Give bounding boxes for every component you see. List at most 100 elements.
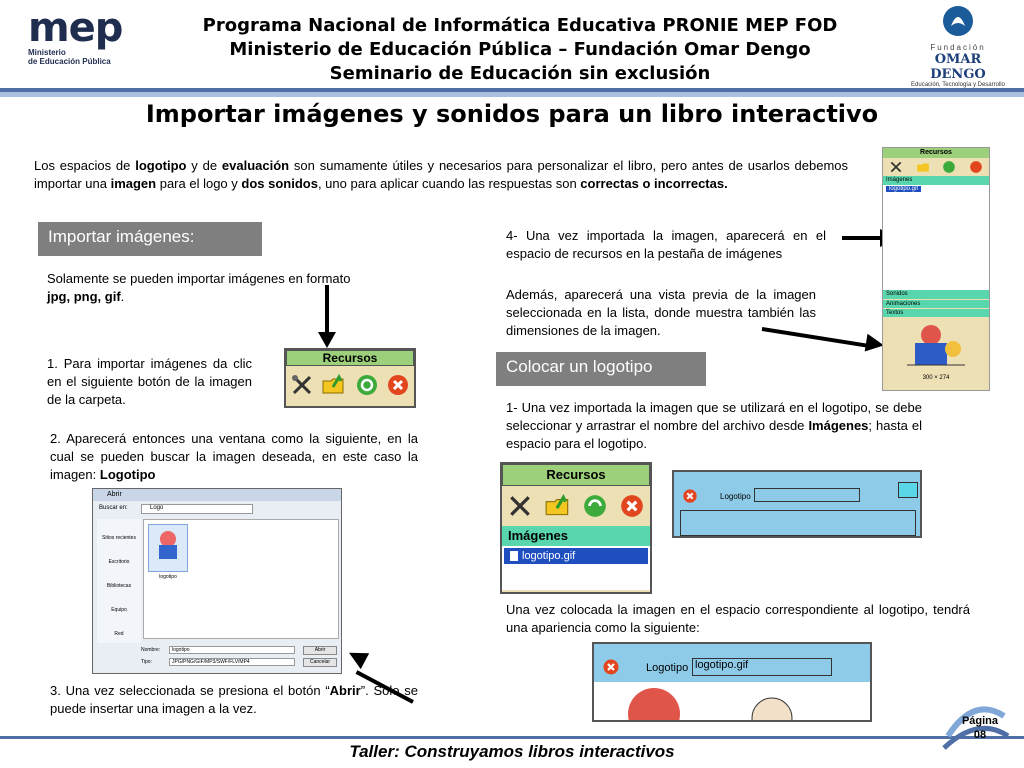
logo-preview-icon (907, 325, 965, 366)
step1-text: 1. Para importar imágenes da clic en el … (47, 356, 252, 407)
after-placement-text: Una vez colocada la imagen en el espacio… (506, 602, 970, 635)
logo-box-empty-field[interactable] (754, 488, 860, 502)
resources-toolbar: Recursos (284, 348, 416, 408)
logo-box-filled-close-icon[interactable] (602, 658, 620, 676)
arrow-down-head-icon (318, 332, 336, 348)
look-in-label: Buscar en: (99, 505, 128, 511)
dialog-title: Abrir (93, 489, 341, 501)
side-delete-icon[interactable] (969, 160, 983, 174)
type-label: Tipo: (141, 659, 152, 665)
open-button[interactable]: Abrir (303, 646, 337, 655)
place-network[interactable]: Red (114, 631, 124, 637)
side-resources-panel: Recursos Imágenes logotipo.gif Sonidos A… (882, 147, 990, 391)
drag-tools-icon[interactable] (507, 493, 533, 519)
logo-box-empty-color[interactable] (898, 482, 918, 498)
mep-logo-sub1: Ministerio (28, 48, 66, 57)
logo-box-empty: Logotipo (672, 470, 922, 538)
file-list: logotipo (143, 519, 339, 639)
fod-logo-line1: Fundación (930, 43, 986, 52)
file-thumb-label: logotipo (159, 574, 177, 580)
step3-text: 3. Una vez seleccionada se presiona el b… (50, 683, 418, 716)
mep-logo-word: mep (28, 5, 123, 51)
header-line-2: Ministerio de Educación Pública – Fundac… (229, 39, 811, 60)
formats-text: Solamente se pueden importar imágenes en… (47, 271, 351, 304)
side-tab-texts[interactable]: Textos (883, 308, 989, 317)
header-band-dark (0, 88, 1024, 92)
resources-title: Recursos (286, 350, 414, 366)
type-select[interactable]: JPG/PNG/GIF/MP3/SWF/FLV/MP4 (169, 658, 295, 666)
preview-text: Además, aparecerá una vista previa de la… (506, 287, 816, 338)
header-line-3: Seminario de Educación sin exclusión (329, 63, 711, 84)
refresh-icon[interactable] (355, 373, 379, 397)
side-folder-icon[interactable] (916, 160, 930, 174)
side-refresh-icon[interactable] (942, 160, 956, 174)
fod-logo-line3: Educación, Tecnología y Desarrollo (911, 82, 1005, 88)
fod-logo: Fundación OMAR DENGO Educación, Tecnolog… (908, 4, 1008, 88)
footer-swirl-icon (942, 706, 1010, 750)
step4-text: 4- Una vez importada la imagen, aparecer… (506, 228, 826, 261)
drag-file-item[interactable]: logotipo.gif (504, 548, 648, 564)
logo-box-filled: Logotipo logotipo.gif (592, 642, 872, 722)
logo-thumbnail-icon (159, 531, 177, 559)
places-bar: Sitios recientes Escritorio Bibliotecas … (97, 519, 141, 643)
name-input[interactable]: logotipo (169, 646, 295, 654)
side-tab-sounds[interactable]: Sonidos (883, 290, 989, 299)
drag-file-list: logotipo.gif (502, 546, 650, 590)
page-number: 08 (973, 729, 987, 741)
resources-tools (286, 366, 414, 404)
file-thumb[interactable] (148, 524, 188, 572)
open-folder-icon[interactable] (321, 373, 347, 397)
side-tab-images[interactable]: Imágenes (883, 176, 989, 185)
drag-resources-widget: Recursos Imágenes logotipo.gif (500, 462, 652, 594)
header-line-1: Programa Nacional de Informática Educati… (202, 15, 838, 36)
cancel-button[interactable]: Cancelar (303, 658, 337, 667)
place-desktop[interactable]: Escritorio (108, 559, 130, 565)
arrow-down-shaft (325, 285, 329, 335)
arrow-to-open-head-icon (344, 644, 370, 670)
fod-emblem-icon (943, 6, 973, 36)
drag-folder-icon[interactable] (544, 493, 572, 519)
footer-title: Taller: Construyamos libros interactivos (349, 742, 675, 761)
side-tools-icon[interactable] (889, 160, 903, 174)
logo-box-filled-label: Logotipo (646, 662, 689, 674)
open-dialog: Abrir Buscar en: Logo Sitios recientes E… (92, 488, 342, 674)
side-panel-title: Recursos (883, 148, 989, 158)
step2-text: 2. Aparecerá entonces una ventana como l… (50, 431, 418, 482)
logo-box-empty-area (680, 510, 916, 536)
section-place-logo: Colocar un logotipo (496, 352, 706, 386)
delete-icon[interactable] (386, 373, 410, 397)
side-file-list: logotipo.gif (883, 185, 989, 194)
drag-delete-icon[interactable] (619, 493, 645, 519)
side-dimensions: 300 × 274 (922, 375, 950, 381)
side-file-item[interactable]: logotipo.gif (886, 186, 922, 192)
logo-step1-text: 1- Una vez importada la imagen que se ut… (506, 400, 922, 451)
page-title: Importar imágenes y sonidos para un libr… (145, 100, 879, 128)
header-band-light (0, 92, 1024, 97)
logo-box-filled-preview-icon (594, 682, 870, 720)
mep-logo-sub2: de Educación Pública (28, 57, 111, 66)
drag-tab-images[interactable]: Imágenes (502, 526, 650, 546)
fod-logo-line2: OMAR DENGO (930, 52, 986, 82)
intro-paragraph: Los espacios de logotipo y de evaluación… (34, 158, 848, 191)
page-indicator: Página 08 (958, 714, 1002, 742)
place-recent[interactable]: Sitios recientes (102, 535, 136, 541)
side-tab-animations[interactable]: Animaciones (883, 299, 989, 308)
logo-box-filled-field[interactable]: logotipo.gif (692, 658, 832, 676)
footer-band (0, 736, 1024, 739)
drag-refresh-icon[interactable] (582, 493, 608, 519)
side-list-blank (883, 194, 989, 290)
section-import-images: Importar imágenes: (38, 222, 262, 256)
place-libraries[interactable]: Bibliotecas (106, 583, 132, 589)
mep-logo: mep Ministerio de Educación Pública (28, 8, 128, 70)
look-in-select[interactable]: Logo (141, 504, 253, 514)
side-panel-tools (883, 158, 989, 176)
file-icon (510, 551, 518, 562)
logo-box-empty-label: Logotipo (720, 492, 751, 501)
place-computer[interactable]: Equipo (111, 607, 127, 613)
name-label: Nombre: (141, 647, 161, 653)
tools-icon[interactable] (290, 373, 314, 397)
side-preview (883, 317, 989, 375)
logo-box-empty-close-icon[interactable] (682, 488, 698, 504)
page-label: Página (961, 715, 999, 727)
drag-widget-tools (502, 486, 650, 526)
